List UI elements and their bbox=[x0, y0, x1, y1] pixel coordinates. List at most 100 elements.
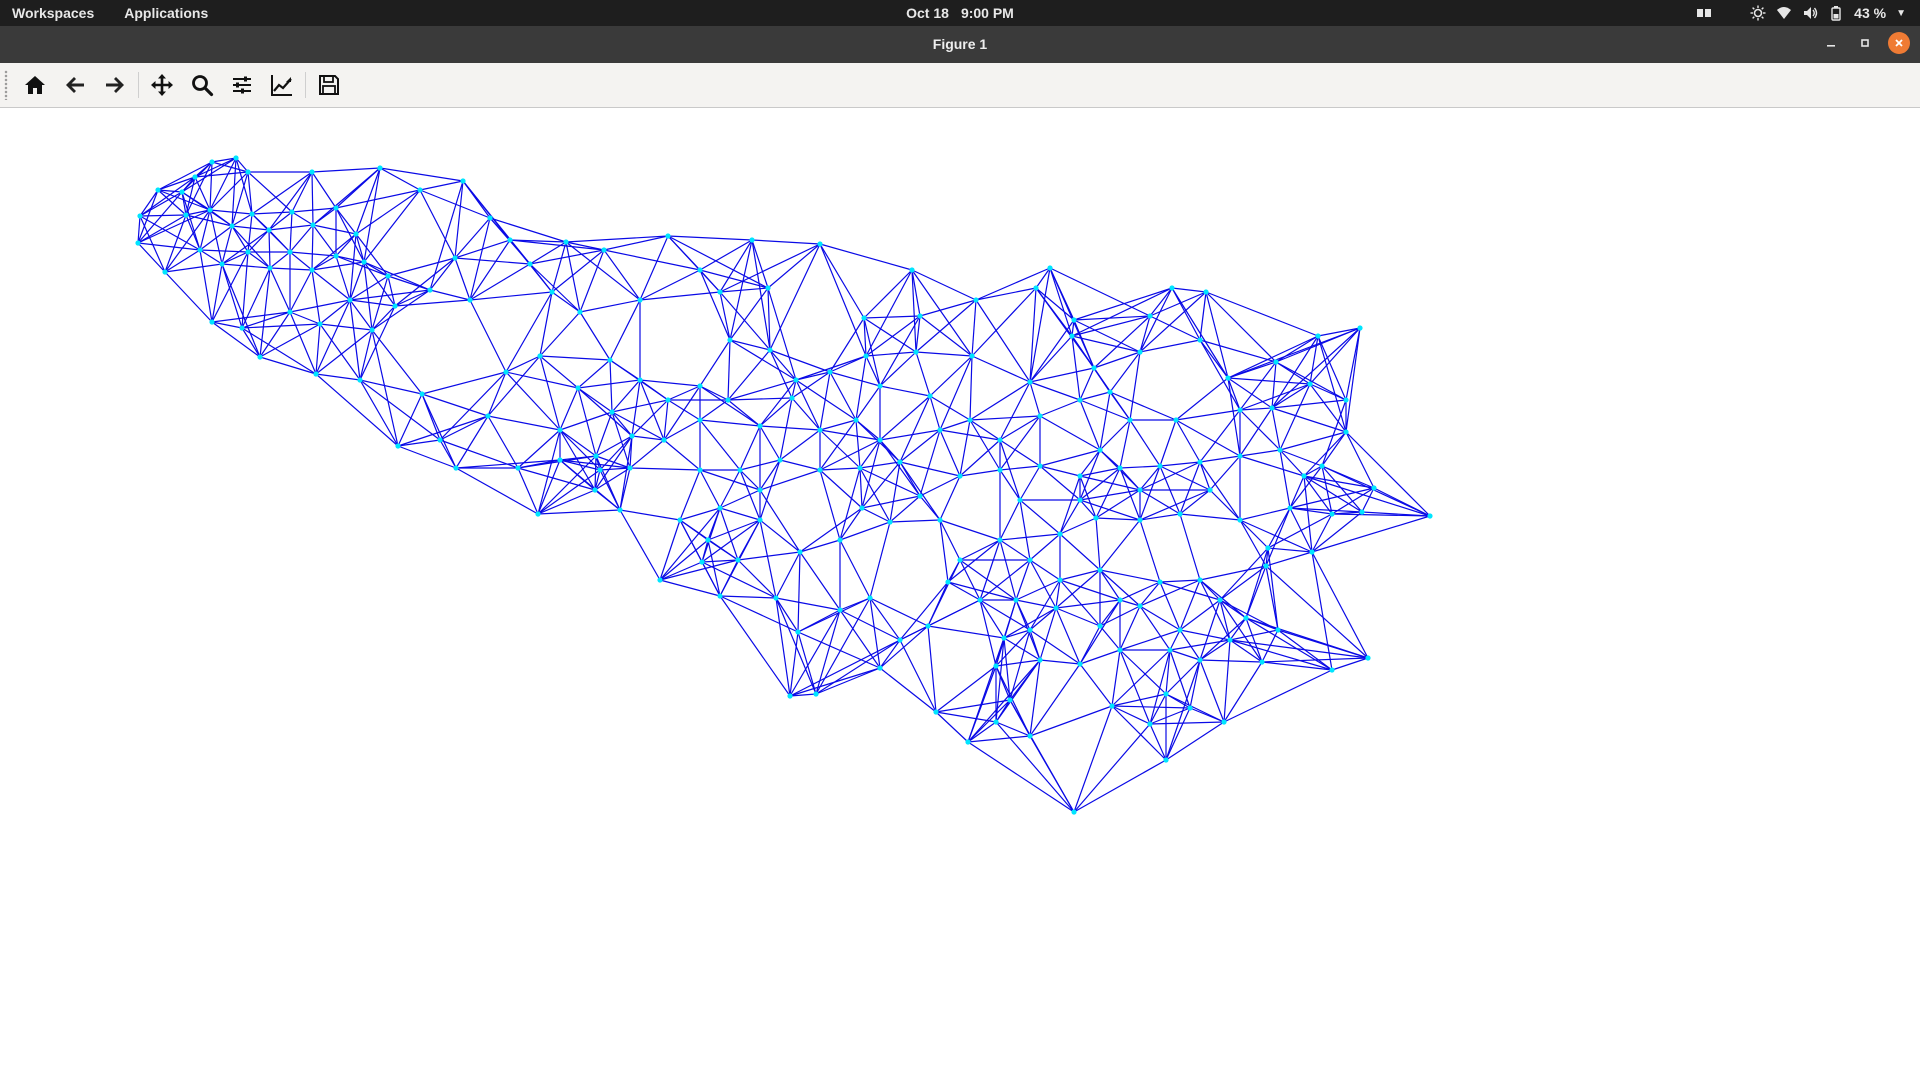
graph-edge bbox=[1303, 475, 1431, 517]
graph-edge bbox=[221, 225, 233, 265]
graph-edge bbox=[1321, 465, 1431, 517]
graph-edge bbox=[979, 599, 1031, 631]
graph-edge bbox=[1099, 419, 1131, 451]
wifi-icon[interactable] bbox=[1776, 5, 1792, 21]
graph-edge bbox=[929, 395, 971, 421]
graph-edge bbox=[559, 455, 597, 461]
graph-edge bbox=[1071, 335, 1081, 401]
applications-menu[interactable]: Applications bbox=[124, 5, 209, 21]
graph-edge bbox=[1271, 399, 1347, 409]
graph-edge bbox=[1149, 315, 1201, 341]
battery-percentage: 43 % bbox=[1854, 5, 1887, 21]
minimize-button[interactable] bbox=[1820, 32, 1842, 54]
graph-node bbox=[817, 427, 823, 433]
graph-edge bbox=[1165, 707, 1191, 761]
graph-edge bbox=[899, 429, 941, 463]
brightness-icon[interactable] bbox=[1750, 5, 1766, 21]
zoom-button[interactable] bbox=[185, 68, 219, 102]
graph-edge bbox=[1059, 569, 1101, 581]
graph-edge bbox=[947, 581, 1017, 601]
figure-canvas[interactable] bbox=[0, 108, 1920, 1080]
configure-subplots-button[interactable] bbox=[225, 68, 259, 102]
graph-edge bbox=[291, 171, 313, 213]
graph-edge bbox=[235, 157, 249, 173]
toolbar-grip[interactable] bbox=[4, 70, 8, 100]
clock[interactable]: Oct 18 9:00 PM bbox=[0, 0, 1920, 26]
graph-edge bbox=[595, 455, 631, 469]
pan-button[interactable] bbox=[145, 68, 179, 102]
graph-node bbox=[749, 237, 755, 243]
graph-node bbox=[637, 377, 643, 383]
graph-edge bbox=[969, 355, 973, 421]
graph-edge bbox=[1175, 409, 1241, 421]
graph-edge bbox=[359, 305, 396, 381]
graph-edge bbox=[797, 551, 801, 633]
graph-edge bbox=[439, 439, 457, 469]
graph-edge bbox=[1019, 465, 1041, 501]
graph-node bbox=[1371, 485, 1377, 491]
graph-edge bbox=[231, 213, 253, 227]
graph-edge bbox=[1321, 465, 1363, 513]
graph-edge bbox=[1179, 629, 1201, 661]
graph-edge bbox=[211, 251, 249, 323]
graph-edge bbox=[1239, 383, 1311, 411]
maximize-button[interactable] bbox=[1854, 32, 1876, 54]
graph-edge bbox=[315, 299, 351, 375]
graph-edge bbox=[1265, 565, 1279, 631]
graph-edge bbox=[879, 385, 931, 397]
graph-edge bbox=[859, 467, 863, 509]
graph-edge bbox=[1029, 607, 1057, 631]
graph-edge bbox=[659, 519, 681, 581]
save-button[interactable] bbox=[312, 68, 346, 102]
graph-node bbox=[487, 215, 493, 221]
window-title-bar[interactable]: Figure 1 bbox=[0, 26, 1920, 63]
graph-edge bbox=[707, 539, 721, 597]
graph-edge bbox=[1179, 513, 1201, 581]
system-menu-chevron-down-icon[interactable]: ▼ bbox=[1896, 7, 1906, 19]
graph-node bbox=[1307, 381, 1313, 387]
network-graph bbox=[135, 155, 1433, 815]
home-button[interactable] bbox=[18, 68, 52, 102]
graph-edge bbox=[967, 721, 997, 743]
battery-icon[interactable] bbox=[1828, 5, 1844, 21]
graph-edge bbox=[157, 189, 183, 193]
graph-edge bbox=[861, 507, 891, 523]
graph-edge bbox=[1199, 339, 1241, 411]
maximize-icon bbox=[1861, 39, 1869, 47]
graph-edge bbox=[1275, 335, 1319, 363]
graph-edge bbox=[1111, 649, 1171, 707]
graph-edge bbox=[819, 371, 831, 431]
graph-edge bbox=[1111, 705, 1167, 761]
graph-edge bbox=[975, 299, 1031, 383]
graph-edge bbox=[629, 467, 701, 471]
graph-edge bbox=[221, 229, 270, 265]
graph-nodes bbox=[135, 155, 1433, 815]
graph-edge bbox=[517, 467, 596, 491]
graph-edge bbox=[1079, 489, 1141, 501]
graph-edge bbox=[231, 225, 249, 253]
graph-edge bbox=[1279, 449, 1291, 509]
graph-edge bbox=[1165, 693, 1191, 709]
close-button[interactable] bbox=[1888, 32, 1910, 54]
graph-edge bbox=[699, 269, 769, 289]
graph-node bbox=[1237, 407, 1243, 413]
graph-edge bbox=[539, 291, 553, 357]
workspaces-menu[interactable]: Workspaces bbox=[12, 5, 95, 21]
graph-node bbox=[537, 353, 543, 359]
graph-edge bbox=[679, 519, 703, 563]
graph-edge bbox=[247, 229, 270, 253]
edit-axes-button[interactable] bbox=[265, 68, 299, 102]
graph-node bbox=[993, 663, 999, 669]
graph-node bbox=[1343, 397, 1349, 403]
volume-icon[interactable] bbox=[1802, 5, 1818, 21]
workspace-switcher-icon[interactable] bbox=[1696, 5, 1712, 21]
back-button[interactable] bbox=[58, 68, 92, 102]
graph-node bbox=[183, 212, 189, 218]
graph-edge bbox=[889, 461, 901, 523]
forward-button[interactable] bbox=[98, 68, 132, 102]
graph-edge bbox=[194, 161, 213, 178]
graph-edge bbox=[1199, 639, 1231, 661]
graph-edge bbox=[269, 267, 313, 271]
graph-node bbox=[317, 321, 323, 327]
graph-edge bbox=[565, 235, 669, 243]
